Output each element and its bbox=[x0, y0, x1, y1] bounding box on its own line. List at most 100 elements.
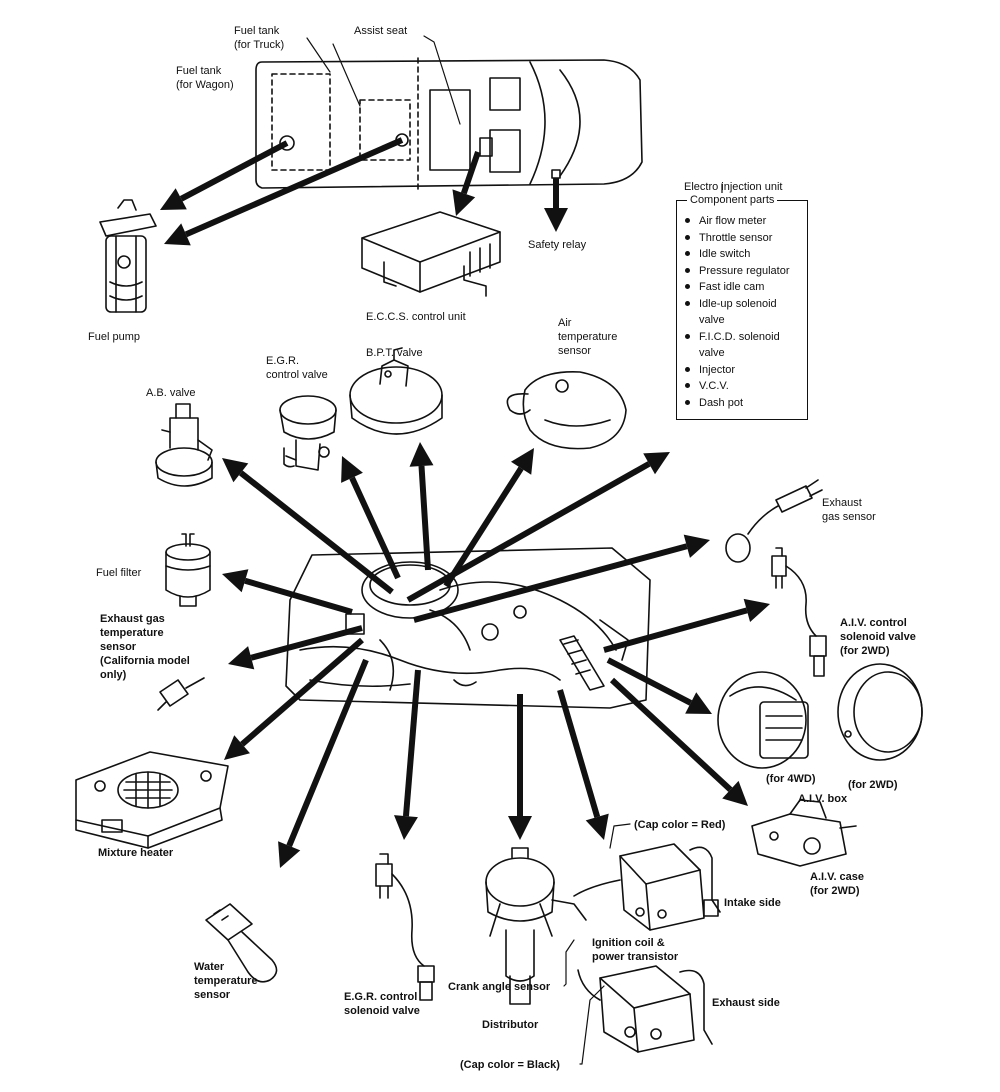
label-safety-relay: Safety relay bbox=[528, 239, 587, 251]
aiv-box-4wd-drawing bbox=[717, 671, 809, 769]
label-exhaust-side: Exhaust side bbox=[712, 997, 780, 1009]
label-aiv-case: A.I.V. case (for 2WD) bbox=[810, 871, 865, 897]
label-aiv-box: A.I.V. box bbox=[798, 793, 848, 805]
label-exhaust-gas-sensor: Exhaust gas sensor bbox=[822, 497, 876, 523]
label-exhaust-gas-temperature-sensor: Exhaust gas temperature sensor (Californ… bbox=[100, 613, 190, 681]
legend-item: Idle-up solenoid valve bbox=[685, 296, 807, 329]
legend-title: Component parts bbox=[687, 193, 778, 207]
label-egr-control-solenoid-valve: E.G.R. control solenoid valve bbox=[344, 991, 420, 1017]
ignition-coil-intake-drawing bbox=[573, 843, 721, 931]
label-ab-valve: A.B. valve bbox=[146, 387, 196, 399]
arrow-shaft-fuel-filter bbox=[244, 577, 353, 615]
arrow-head-coil-intake bbox=[585, 813, 609, 840]
arrow-head-egr-valve bbox=[341, 456, 363, 483]
label-air-temperature-sensor: Air temperature sensor bbox=[558, 317, 618, 357]
legend-item: Injector bbox=[685, 362, 807, 379]
arrow-head-eccs bbox=[452, 189, 476, 216]
arrow-shaft-egr-sol bbox=[402, 669, 421, 817]
legend-item: V.C.V. bbox=[685, 378, 807, 395]
arrow-head-fuel-pump-truck bbox=[164, 223, 191, 246]
legend-item: Dash pot bbox=[685, 395, 807, 412]
egr-control-valve-drawing bbox=[279, 395, 337, 471]
arrow-head-exh-gas-temp bbox=[228, 646, 255, 670]
arrow-shaft-aiv-box bbox=[606, 657, 693, 706]
label-fuel-pump: Fuel pump bbox=[88, 331, 140, 343]
arrow-shaft-water-temp bbox=[286, 658, 369, 847]
label-water-temperature-sensor: Water temperature sensor bbox=[194, 961, 258, 1001]
aiv-box-2wd-drawing bbox=[837, 663, 923, 761]
arrow-head-mix-heater bbox=[224, 735, 250, 760]
arrow-shaft-aiv-case bbox=[609, 677, 733, 792]
arrow-head-ab-valve bbox=[222, 458, 249, 483]
arrow-head-fuel-filter bbox=[222, 569, 249, 593]
label-fuel-tank-wagon: Fuel tank (for Wagon) bbox=[176, 65, 234, 91]
arrow-head-water-temp bbox=[278, 841, 301, 868]
legend-item: F.I.C.D. solenoid valve bbox=[685, 329, 807, 362]
label-ignition-coil: Ignition coil & power transistor bbox=[592, 937, 679, 963]
arrow-head-electro-unit bbox=[643, 452, 670, 475]
arrow-head-aiv-case bbox=[722, 780, 748, 806]
air-temperature-sensor-drawing bbox=[506, 371, 627, 450]
legend-item: Pressure regulator bbox=[685, 263, 807, 280]
label-cap-color-red: (Cap color = Red) bbox=[634, 819, 726, 831]
arrow-head-safety-relay bbox=[544, 208, 568, 232]
legend-item: Throttle sensor bbox=[685, 230, 807, 247]
arrow-head-egr-sol bbox=[394, 815, 418, 840]
water-temperature-sensor-drawing bbox=[205, 903, 278, 983]
arrow-shaft-ab-valve bbox=[238, 470, 394, 595]
label-crank-angle-sensor: Crank angle sensor bbox=[448, 981, 551, 993]
arrow-head-bpt-valve bbox=[409, 442, 434, 467]
arrow-head-exh-gas-sensor bbox=[683, 534, 710, 558]
arrow-shaft-electro-unit bbox=[406, 461, 651, 603]
arrow-shaft-aiv-sol bbox=[603, 607, 748, 653]
label-for-2wd: (for 2WD) bbox=[848, 779, 898, 791]
label-fuel-filter: Fuel filter bbox=[96, 567, 142, 579]
label-distributor: Distributor bbox=[482, 1019, 539, 1031]
bpt-valve-drawing bbox=[349, 347, 443, 435]
label-assist-seat: Assist seat bbox=[354, 25, 408, 37]
arrow-head-distributor bbox=[508, 816, 532, 840]
arrow-shaft-exh-gas-sensor bbox=[413, 543, 688, 623]
exhaust-gas-temperature-sensor-drawing bbox=[157, 677, 205, 711]
eccs-control-unit-drawing bbox=[361, 211, 501, 297]
engine-assembly-drawing bbox=[285, 547, 651, 709]
arrow-head-aiv-box bbox=[685, 692, 712, 714]
legend-item: Fast idle cam bbox=[685, 279, 807, 296]
arrow-shaft-fuel-pump-truck bbox=[184, 137, 404, 238]
fuel-filter-drawing bbox=[165, 533, 211, 607]
ab-valve-drawing bbox=[155, 403, 213, 487]
egr-control-solenoid-valve-drawing bbox=[375, 853, 435, 1001]
label-fuel-tank-truck: Fuel tank (for Truck) bbox=[234, 25, 285, 51]
arrow-head-air-temp bbox=[510, 448, 534, 475]
arrow-head-fuel-pump-wagon bbox=[160, 188, 187, 210]
arrow-shaft-mix-heater bbox=[240, 637, 364, 747]
arrows bbox=[160, 137, 770, 868]
fuel-pump-drawing bbox=[99, 199, 157, 313]
distributor-drawing bbox=[485, 847, 587, 1005]
arrow-shaft-egr-valve bbox=[349, 476, 401, 580]
label-intake-side: Intake side bbox=[724, 897, 781, 909]
arrow-head-aiv-sol bbox=[743, 598, 770, 622]
aiv-case-drawing bbox=[751, 799, 857, 867]
label-aiv-control-solenoid-valve: A.I.V. control solenoid valve (for 2WD) bbox=[840, 617, 916, 657]
vehicle-top-view bbox=[255, 57, 643, 191]
ignition-coil-exhaust-drawing bbox=[577, 965, 713, 1053]
arrow-shaft-air-temp bbox=[443, 466, 524, 588]
arrow-shaft-coil-intake bbox=[557, 689, 601, 818]
arrow-shaft-exh-gas-temp bbox=[250, 625, 363, 661]
label-mixture-heater: Mixture heater bbox=[98, 847, 174, 859]
aiv-control-solenoid-valve-drawing bbox=[771, 547, 827, 677]
label-for-4wd: (for 4WD) bbox=[766, 773, 816, 785]
legend-item: Air flow meter bbox=[685, 213, 807, 230]
mixture-heater-drawing bbox=[75, 751, 229, 849]
label-egr-control-valve: E.G.R. control valve bbox=[266, 355, 328, 381]
arrow-shaft-fuel-pump-wagon bbox=[179, 140, 289, 202]
label-eccs-control-unit: E.C.C.S. control unit bbox=[366, 311, 466, 323]
arrow-shaft-bpt-valve bbox=[418, 465, 431, 571]
label-bpt-valve: B.P.T. valve bbox=[366, 347, 423, 359]
legend-item: Idle switch bbox=[685, 246, 807, 263]
